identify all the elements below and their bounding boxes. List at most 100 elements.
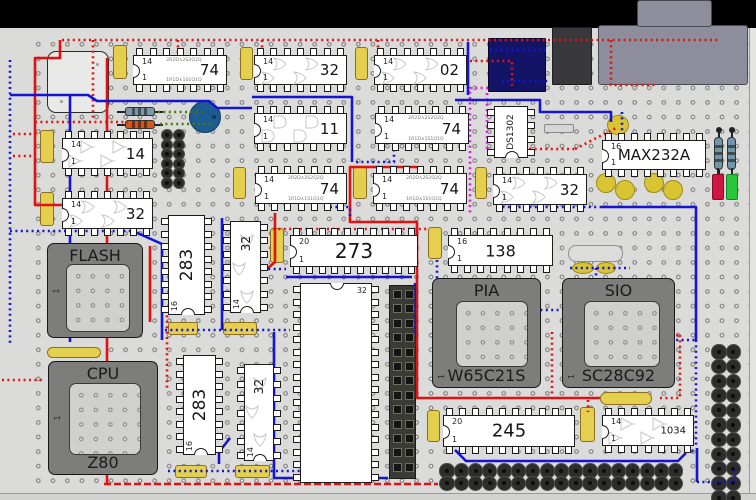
- pin-header-pad[interactable]: [173, 177, 185, 189]
- pin-header-pad[interactable]: [510, 475, 527, 491]
- pad-hole: [530, 481, 535, 486]
- flat-resistor[interactable]: [544, 124, 574, 133]
- ic-pin: [536, 204, 544, 212]
- capacitor-pill[interactable]: [600, 392, 652, 405]
- ic-pin: [696, 169, 703, 177]
- ic-pin: [260, 290, 268, 298]
- resistor[interactable]: [125, 120, 155, 129]
- pin-label: 2Q: [437, 114, 444, 121]
- pin-header-pad[interactable]: [161, 167, 173, 180]
- ic-pin1-marker: 1: [437, 373, 446, 379]
- capacitor[interactable]: [427, 410, 440, 442]
- pad-hole: [673, 481, 678, 486]
- socket-hole: [393, 448, 402, 458]
- capacitor[interactable]: [233, 167, 246, 199]
- db9-connector-tab[interactable]: [637, 0, 712, 27]
- pad-hole: [659, 481, 664, 486]
- pin-header-pad[interactable]: [496, 475, 512, 491]
- pin-header-pad[interactable]: [639, 475, 655, 491]
- ic-pin-number-top: 14: [142, 57, 153, 66]
- capacitor-pill[interactable]: [47, 347, 101, 358]
- pin-label: ∧: [300, 174, 305, 181]
- capacitor[interactable]: [223, 322, 257, 335]
- pin-header-pad[interactable]: [725, 490, 741, 500]
- led[interactable]: [712, 174, 724, 200]
- ic-pin: [65, 168, 72, 176]
- ic-pin: [446, 446, 453, 454]
- ic-label-bottom: SC28C92: [581, 366, 656, 385]
- resistor-band: [715, 159, 722, 162]
- ic-dip-ds1302[interactable]: DS1302: [485, 106, 537, 158]
- pin-header-pad[interactable]: [725, 359, 741, 375]
- resistor-band: [728, 152, 735, 155]
- ic-pin-number-top: 14: [611, 417, 622, 426]
- capacitor[interactable]: [113, 45, 127, 79]
- capacitor-round[interactable]: [663, 180, 683, 200]
- ic-label-bottom: W65C21S: [447, 366, 526, 385]
- pad-hole: [716, 495, 721, 500]
- capacitor-round[interactable]: [644, 173, 664, 193]
- pad-hole: [731, 495, 736, 500]
- ic-pin: [215, 383, 223, 391]
- ic-label: 74: [319, 179, 339, 198]
- connector-dark[interactable]: [552, 27, 592, 85]
- pin-header-pad[interactable]: [161, 138, 173, 151]
- resistor-band: [132, 108, 135, 115]
- ic-pin: [529, 265, 537, 273]
- ic-pin: [509, 204, 517, 212]
- pad-hole: [516, 481, 521, 486]
- ic-pin-number-bottom: 1: [263, 132, 269, 141]
- pin-header-pad[interactable]: [668, 475, 684, 491]
- ic-pin: [257, 143, 264, 151]
- ic-pin: [204, 243, 212, 251]
- ic-pin: [215, 395, 223, 403]
- pin-label: 1Q: [435, 195, 442, 202]
- pin-label: 1R: [287, 195, 295, 202]
- ic-label: 283: [189, 388, 210, 422]
- ic-plcc-window: [66, 264, 130, 332]
- ic-label: 1034: [660, 425, 686, 436]
- pin-label: ∧: [421, 135, 425, 142]
- capacitor-round[interactable]: [615, 180, 635, 200]
- capacitor[interactable]: [355, 47, 368, 80]
- capacitor[interactable]: [168, 322, 198, 335]
- ic-pin: [371, 398, 379, 406]
- ic-dip-32pin[interactable]: 32: [291, 283, 381, 483]
- ic-pin: [117, 228, 124, 236]
- led[interactable]: [726, 174, 738, 200]
- pin-label: 1S: [424, 135, 431, 142]
- ic-plcc-window: [584, 301, 660, 367]
- pad-hole: [731, 481, 736, 486]
- capacitor[interactable]: [240, 47, 253, 80]
- board-right-margin: [749, 28, 756, 500]
- ic-pin: [563, 204, 571, 212]
- pin-label: 2D: [414, 114, 422, 121]
- pin-header-pad[interactable]: [161, 177, 173, 189]
- ic-pin: [273, 423, 281, 431]
